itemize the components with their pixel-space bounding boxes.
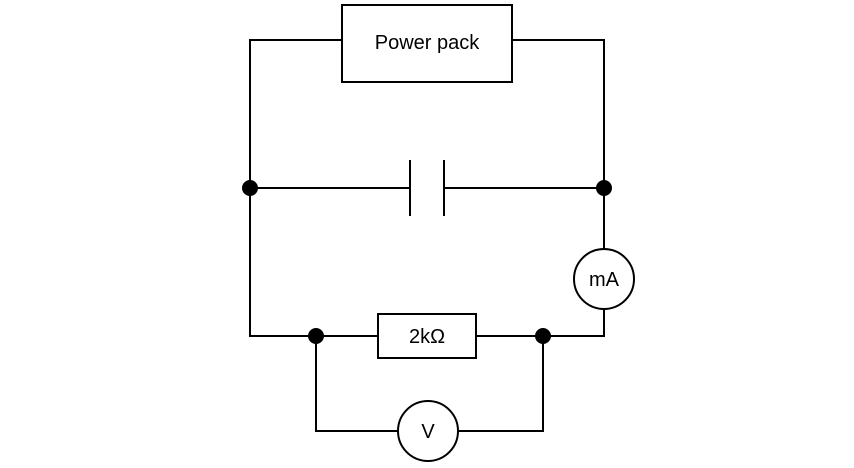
power-pack: Power pack [341,4,513,83]
ammeter: mA [573,248,635,310]
wire-top-right [512,39,605,249]
ammeter-label: mA [589,269,620,291]
junction-capacitor-right [596,180,612,196]
wire-ammeter-to-resistor [476,309,605,337]
wire-voltmeter-right [458,336,544,432]
resistor: 2kΩ [377,313,477,359]
voltmeter: V [397,400,459,462]
junction-resistor-right [535,328,551,344]
junction-capacitor-left [242,180,258,196]
resistor-label: 2kΩ [409,326,445,348]
junction-resistor-left [308,328,324,344]
voltmeter-label: V [421,421,435,443]
power-pack-label: Power pack [375,32,480,54]
wire-voltmeter-left [315,336,398,432]
